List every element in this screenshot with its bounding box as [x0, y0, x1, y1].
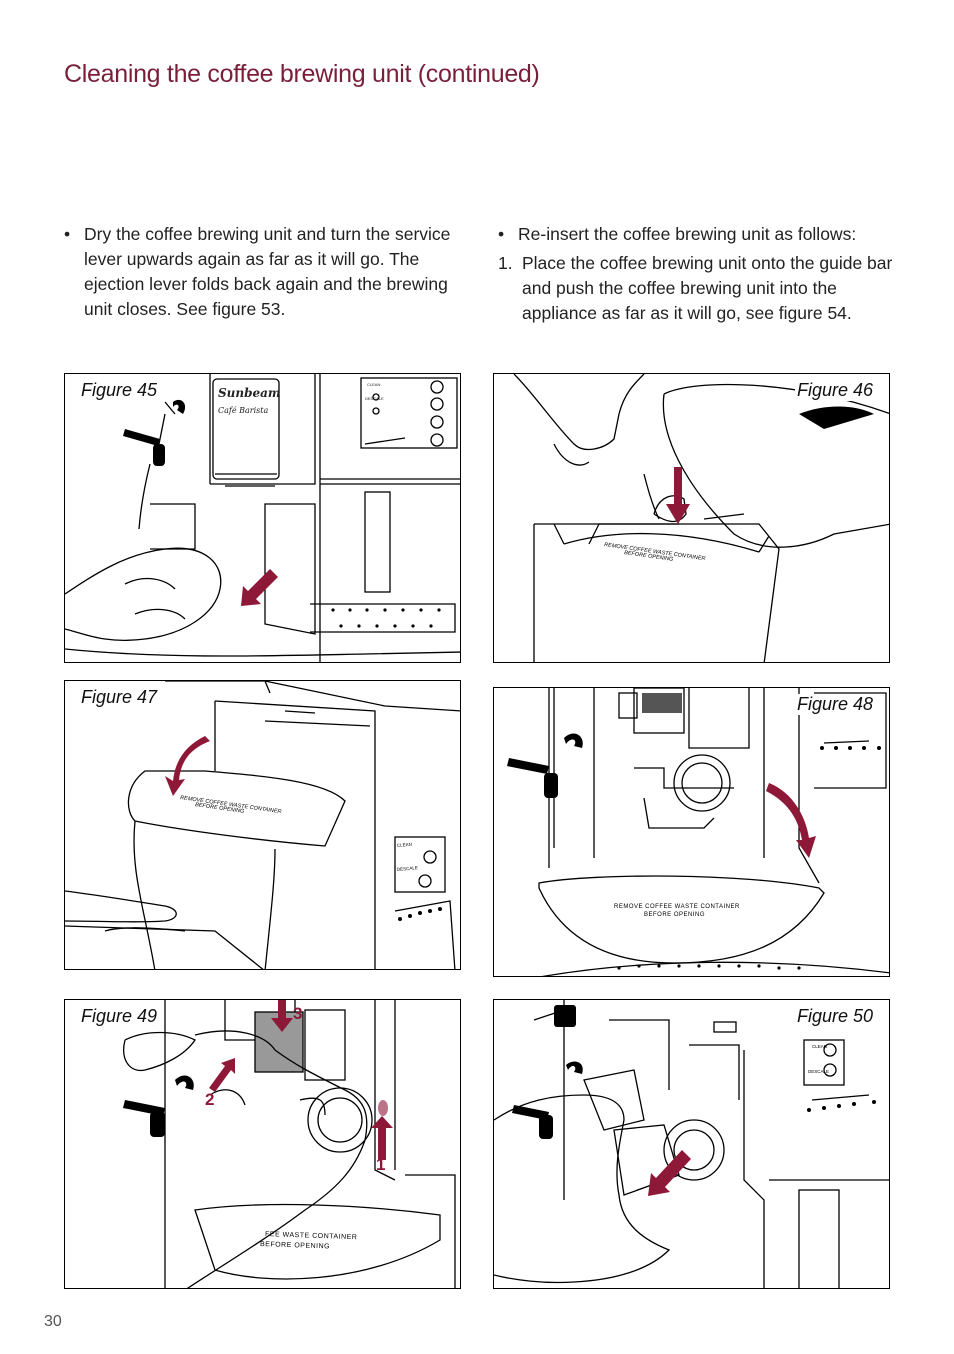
left-column: • Dry the coffee brewing unit and turn t…	[64, 222, 464, 326]
svg-text:CLEAN: CLEAN	[397, 842, 412, 848]
figure-49-illustration: FEE WASTE CONTAINER BEFORE OPENING	[123, 1000, 456, 1288]
step-marker-2: 2	[205, 1090, 215, 1109]
svg-text:BEFORE OPENING: BEFORE OPENING	[260, 1241, 330, 1250]
figure-label: Figure 47	[79, 687, 160, 708]
bullet-marker: •	[64, 224, 71, 244]
svg-text:DESCALE: DESCALE	[808, 1069, 829, 1074]
step-number: 1.	[498, 253, 513, 273]
figure-46: REMOVE COFFEE WASTE CONTAINER BEFORE OPE…	[493, 373, 890, 663]
step-marker-1: 1	[376, 1155, 386, 1174]
bullet-paragraph: • Re-insert the coffee brewing unit as f…	[498, 222, 898, 247]
figure-47: REMOVE COFFEE WASTE CONTAINER BEFORE OPE…	[64, 680, 461, 970]
figure-50: CLEAN DESCALE Figure 50	[493, 999, 890, 1289]
figure-47-illustration: REMOVE COFFEE WASTE CONTAINER BEFORE OPE…	[65, 681, 460, 969]
svg-text:BEFORE OPENING: BEFORE OPENING	[644, 912, 705, 918]
svg-text:FEE WASTE CONTAINER: FEE WASTE CONTAINER	[265, 1231, 358, 1241]
instruction-intro: Re-insert the coffee brewing unit as fol…	[518, 224, 857, 244]
descale-label: DESCALE	[365, 396, 384, 401]
figure-48-illustration: REMOVE COFFEE WASTE CONTAINER BEFORE OPE…	[507, 688, 889, 976]
figure-45-illustration	[65, 374, 460, 662]
figure-label: Figure 48	[794, 694, 875, 715]
bullet-paragraph: • Dry the coffee brewing unit and turn t…	[64, 222, 464, 322]
right-column: • Re-insert the coffee brewing unit as f…	[498, 222, 898, 330]
svg-text:REMOVE COFFEE WASTE CONTAINER: REMOVE COFFEE WASTE CONTAINER	[614, 904, 740, 910]
step-marker-3: 3	[293, 1004, 303, 1023]
figure-50-illustration: CLEAN DESCALE	[494, 1000, 889, 1288]
page-title: Cleaning the coffee brewing unit (contin…	[64, 60, 540, 88]
clean-label: CLEAN	[367, 382, 381, 387]
figure-label: Figure 49	[79, 1006, 160, 1027]
figure-46-illustration: REMOVE COFFEE WASTE CONTAINER BEFORE OPE…	[513, 374, 889, 662]
bullet-marker: •	[498, 224, 505, 244]
figure-label: Figure 45	[79, 380, 160, 401]
figure-49: FEE WASTE CONTAINER BEFORE OPENING Figur…	[64, 999, 461, 1289]
figure-label: Figure 46	[794, 380, 875, 401]
model-name: Café Barista	[218, 406, 269, 415]
numbered-step: 1. Place the coffee brewing unit onto th…	[498, 251, 898, 326]
figure-label: Figure 50	[794, 1006, 875, 1027]
brand-logo: Sunbeam	[218, 386, 281, 400]
figure-45: Figure 45 Sunbeam Café Barista CLEAN DES…	[64, 373, 461, 663]
instruction-text: Dry the coffee brewing unit and turn the…	[84, 224, 451, 319]
step-text: Place the coffee brewing unit onto the g…	[522, 253, 893, 323]
svg-text:CLEAN: CLEAN	[812, 1044, 827, 1049]
page-number: 30	[44, 1313, 62, 1330]
figure-48: REMOVE COFFEE WASTE CONTAINER BEFORE OPE…	[493, 687, 890, 977]
svg-text:DESCALE: DESCALE	[397, 865, 418, 872]
